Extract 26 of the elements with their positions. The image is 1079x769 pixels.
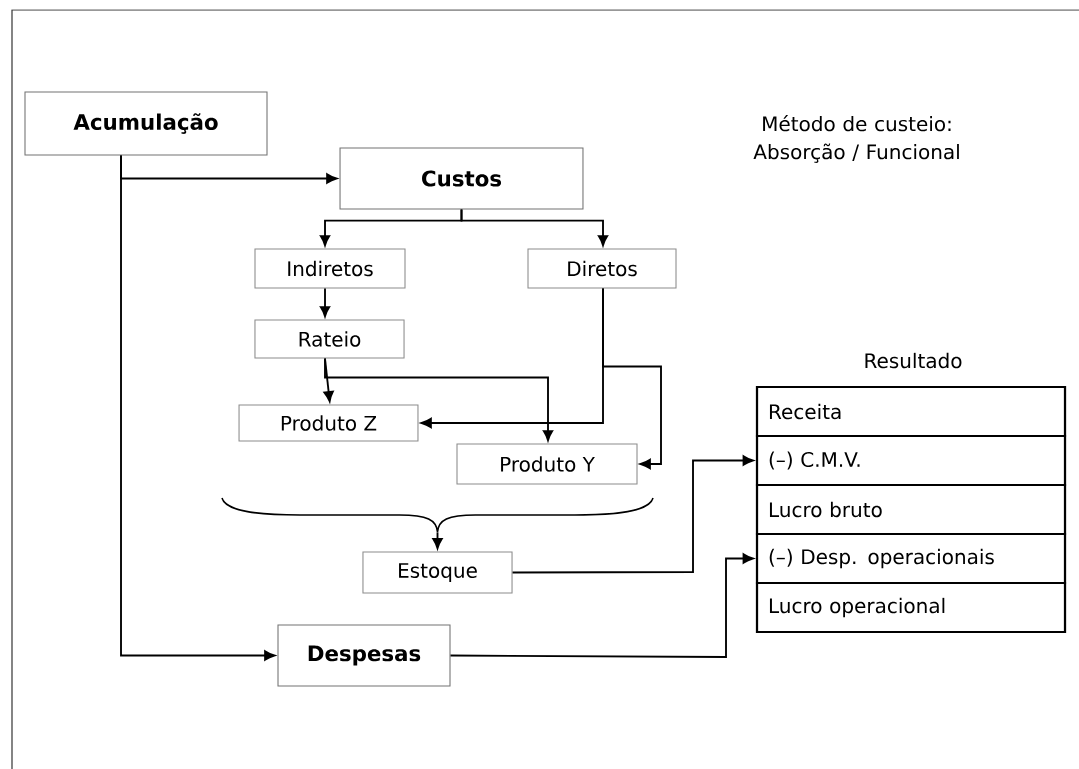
arrow	[324, 357, 554, 442]
arrow	[432, 531, 443, 550]
process-box: Indiretos	[254, 248, 406, 289]
arrow	[319, 287, 331, 318]
process-box: Diretos	[527, 248, 677, 289]
table-row: Lucro bruto	[755, 483, 1067, 536]
brace-shape	[221, 497, 654, 533]
process-box: Rateio	[254, 319, 405, 359]
process-box: Custos	[339, 147, 584, 210]
table-row: (–) C.M.V.	[755, 434, 1067, 487]
process-box: Estoque	[362, 551, 513, 594]
arrow	[602, 287, 662, 470]
table-heading: Resultado	[865, 352, 962, 369]
note-text: Método de custeio: Absorção / Funcional	[753, 115, 959, 163]
arrow	[323, 357, 334, 403]
table-row: (–) Desp. operacionais	[755, 532, 1067, 585]
process-box: Produto Y	[456, 443, 638, 485]
process-box: Acumulação	[24, 91, 268, 156]
process-box: Produto Z	[238, 404, 419, 442]
process-box: Despesas	[277, 624, 451, 687]
arrow	[460, 208, 609, 247]
arrow	[449, 553, 754, 658]
table-row: Receita	[755, 385, 1067, 438]
arrow	[120, 154, 276, 661]
table-row: Lucro operacional	[755, 581, 1067, 634]
arrow	[511, 455, 754, 574]
